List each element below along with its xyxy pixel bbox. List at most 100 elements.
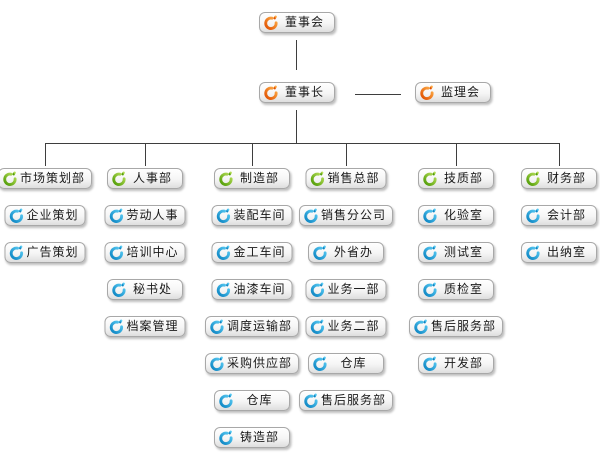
dept-node[interactable]: 财务部: [521, 168, 597, 189]
node-label: 技质部: [443, 171, 483, 185]
swirl-icon: [219, 430, 233, 445]
connector-drop: [145, 144, 146, 166]
swirl-icon: [526, 171, 540, 186]
swirl-icon: [526, 208, 540, 223]
node-supervisory-board[interactable]: 监理会: [415, 82, 491, 103]
node-label: 制造部: [239, 171, 279, 185]
node-label: 调度运输部: [226, 319, 293, 333]
unit-node[interactable]: 广告策划: [4, 242, 86, 263]
swirl-icon: [423, 245, 437, 260]
unit-node[interactable]: 业务一部: [305, 279, 387, 300]
node-label: 金工车间: [233, 245, 286, 259]
unit-node[interactable]: 采购供应部: [204, 353, 300, 374]
unit-node[interactable]: 铸造部: [214, 427, 290, 448]
node-label: 董事长: [284, 85, 324, 99]
dept-node[interactable]: 市场策划部: [0, 168, 93, 189]
unit-node[interactable]: 会计部: [521, 205, 597, 226]
node-label: 测试室: [443, 245, 483, 259]
unit-node[interactable]: 培训中心: [104, 242, 186, 263]
swirl-icon: [112, 282, 126, 297]
unit-node[interactable]: 业务二部: [305, 316, 387, 337]
connector-board-chairman: [296, 40, 297, 70]
dept-node[interactable]: 人事部: [107, 168, 183, 189]
node-label: 劳动人事: [126, 208, 179, 222]
unit-node[interactable]: 外省办: [308, 242, 384, 263]
node-label: 市场策划部: [19, 171, 86, 185]
node-label: 售后服务部: [320, 393, 387, 407]
node-label: 人事部: [132, 171, 172, 185]
swirl-icon: [414, 319, 428, 334]
node-label: 财务部: [546, 171, 586, 185]
unit-node[interactable]: 仓库: [308, 353, 384, 374]
unit-node[interactable]: 企业策划: [4, 205, 86, 226]
connector-drop: [559, 144, 560, 166]
node-label: 开发部: [443, 356, 483, 370]
connector-chairman-trunk: [296, 110, 297, 143]
swirl-icon: [9, 208, 24, 223]
swirl-icon: [216, 208, 231, 223]
unit-node[interactable]: 调度运输部: [204, 316, 300, 337]
unit-node[interactable]: 劳动人事: [104, 205, 186, 226]
node-label: 售后服务部: [430, 319, 497, 333]
swirl-icon: [3, 171, 17, 186]
swirl-icon: [423, 282, 437, 297]
dept-node[interactable]: 销售总部: [305, 168, 387, 189]
node-label: 销售分公司: [320, 208, 387, 222]
unit-node[interactable]: 金工车间: [211, 242, 293, 263]
swirl-icon: [219, 393, 233, 408]
node-label: 出纳室: [546, 245, 586, 259]
unit-node[interactable]: 装配车间: [211, 205, 293, 226]
swirl-icon: [310, 319, 325, 334]
swirl-icon: [264, 15, 278, 30]
node-label: 仓库: [340, 356, 367, 370]
node-board-of-directors[interactable]: 董事会: [259, 12, 335, 33]
node-label: 业务一部: [327, 282, 380, 296]
unit-node[interactable]: 秘书处: [107, 279, 183, 300]
connector-department-bus: [45, 143, 560, 144]
swirl-icon: [423, 356, 437, 371]
node-label: 油漆车间: [233, 282, 286, 296]
unit-node[interactable]: 档案管理: [104, 316, 186, 337]
dept-node[interactable]: 技质部: [418, 168, 494, 189]
swirl-icon: [109, 319, 124, 334]
node-label: 装配车间: [233, 208, 286, 222]
swirl-icon: [109, 208, 124, 223]
connector-drop: [252, 144, 253, 166]
swirl-icon: [420, 85, 434, 100]
node-chairman[interactable]: 董事长: [259, 82, 335, 103]
swirl-icon: [304, 208, 318, 223]
unit-node[interactable]: 售后服务部: [408, 316, 504, 337]
node-label: 铸造部: [239, 430, 279, 444]
node-label: 秘书处: [132, 282, 172, 296]
swirl-icon: [423, 208, 437, 223]
swirl-icon: [219, 171, 233, 186]
node-label: 档案管理: [126, 319, 179, 333]
swirl-icon: [210, 319, 224, 334]
swirl-icon: [210, 356, 224, 371]
swirl-icon: [304, 393, 318, 408]
unit-node[interactable]: 仓库: [214, 390, 290, 411]
node-label: 董事会: [284, 15, 324, 29]
unit-node[interactable]: 开发部: [418, 353, 494, 374]
swirl-icon: [313, 245, 327, 260]
dept-node[interactable]: 制造部: [214, 168, 290, 189]
unit-node[interactable]: 售后服务部: [298, 390, 394, 411]
swirl-icon: [310, 282, 325, 297]
unit-node[interactable]: 油漆车间: [211, 279, 293, 300]
node-label: 业务二部: [327, 319, 380, 333]
node-label: 广告策划: [26, 245, 79, 259]
swirl-icon: [526, 245, 540, 260]
node-label: 会计部: [546, 208, 586, 222]
swirl-icon: [313, 356, 327, 371]
unit-node[interactable]: 测试室: [418, 242, 494, 263]
unit-node[interactable]: 化验室: [418, 205, 494, 226]
unit-node[interactable]: 质检室: [418, 279, 494, 300]
unit-node[interactable]: 销售分公司: [298, 205, 394, 226]
unit-node[interactable]: 出纳室: [521, 242, 597, 263]
swirl-icon: [216, 245, 231, 260]
swirl-icon: [310, 171, 325, 186]
node-label: 培训中心: [126, 245, 179, 259]
node-label: 化验室: [443, 208, 483, 222]
swirl-icon: [9, 245, 24, 260]
